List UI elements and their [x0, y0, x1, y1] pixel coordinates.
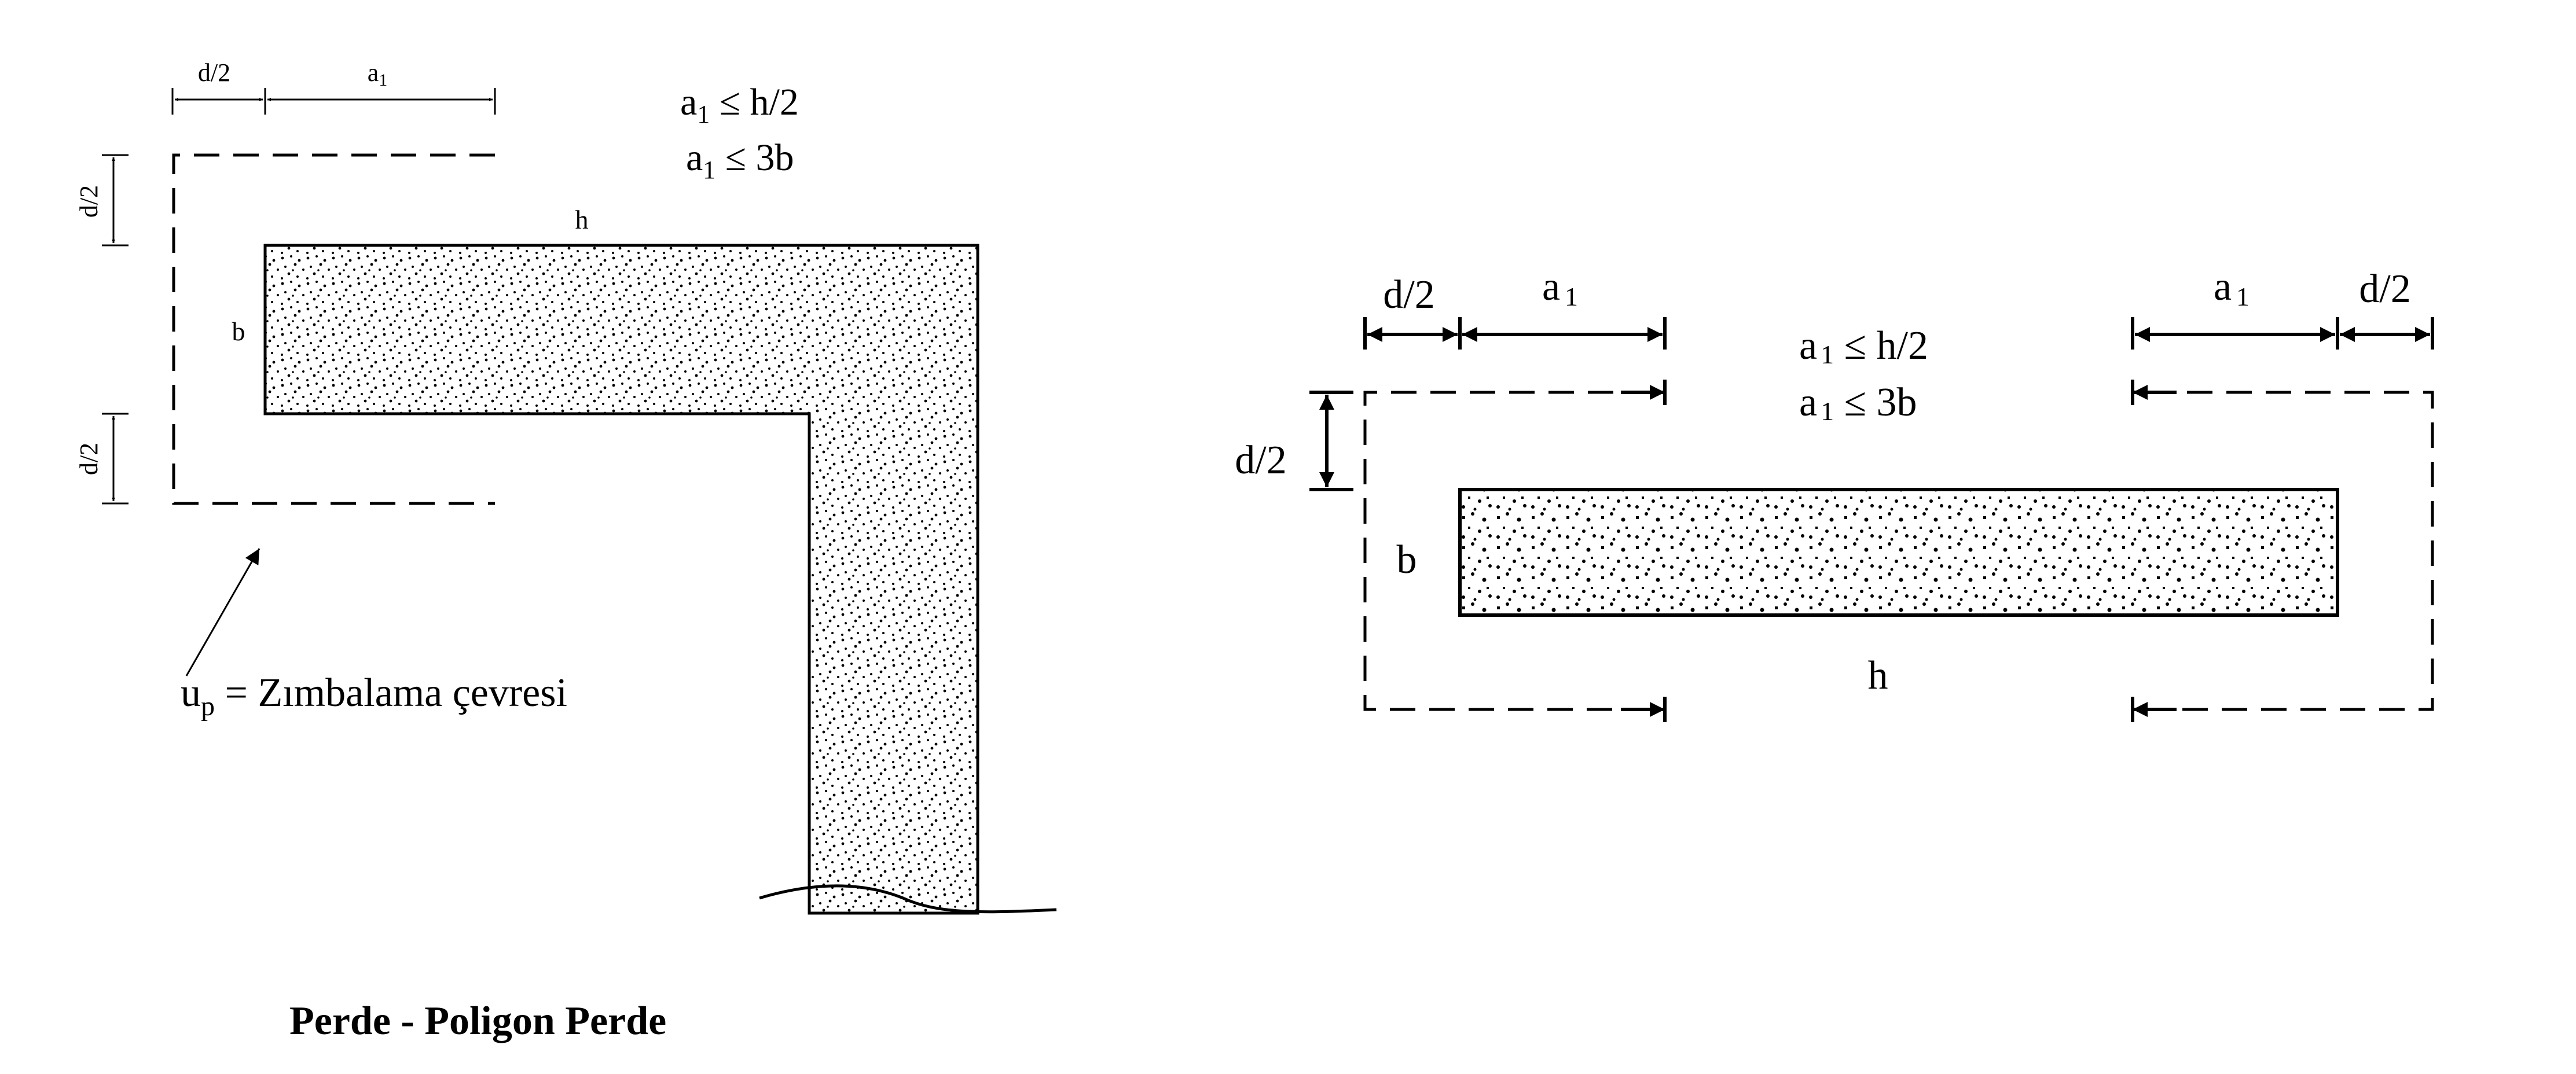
dim-side-label-lower: d/2 [75, 443, 103, 475]
straight-wall-section [1458, 488, 2339, 617]
dim-label-a1-top: a1 [368, 58, 388, 90]
dim-label-r-d2-left: d/2 [1383, 273, 1434, 317]
label-h: h [575, 205, 589, 234]
constraint-a1-b: a1 ≤ 3b [686, 137, 794, 184]
perimeter-leader-line [185, 548, 260, 676]
punching-perimeter-dashed [172, 153, 495, 505]
dim-label-r-d2-side: d/2 [1235, 438, 1286, 483]
dim-label-d2-top: d/2 [198, 58, 230, 87]
figure-caption: Perde - Poligon Perde [289, 999, 666, 1043]
dim-label-r-d2-right: d/2 [2359, 267, 2410, 311]
perimeter-right-dashed [2148, 391, 2434, 711]
l-wall-section [263, 244, 979, 915]
r-label-h: h [1868, 653, 1888, 698]
break-line [759, 884, 1057, 914]
r-label-b: b [1397, 538, 1417, 582]
l-shaped-wall-figure: d/2 a1 a1 ≤ h/2 a1 ≤ 3b h b d/2 d/2 up =… [75, 58, 1057, 1043]
constraint-a1-h: a1 ≤ h/2 [680, 81, 799, 128]
perimeter-label: up = Zımbalama çevresi [181, 671, 567, 722]
perimeter-left-dashed [1363, 391, 1653, 711]
dim-side-label-upper: d/2 [75, 185, 103, 218]
label-b: b [232, 317, 245, 346]
